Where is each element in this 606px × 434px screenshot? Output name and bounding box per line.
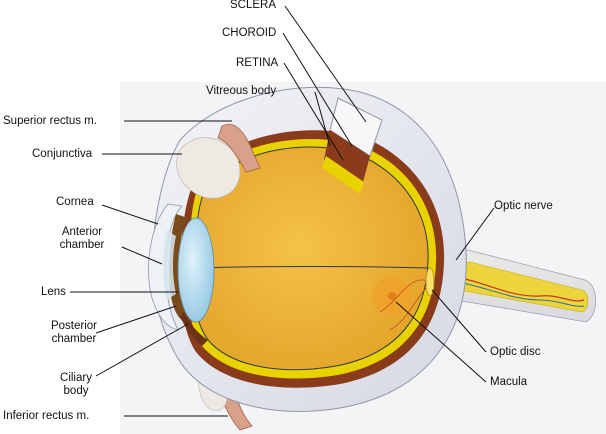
label-ciliary-body-line1: Ciliary — [60, 372, 92, 384]
label-anterior-chamber-line1: Anterior — [61, 226, 103, 238]
lens — [177, 217, 215, 323]
optic-disc — [425, 267, 435, 297]
choroid-cut-section — [324, 130, 370, 186]
ciliary-body — [180, 312, 208, 346]
label-posterior-chamber-line2: chamber — [51, 333, 97, 345]
label-ciliary-body-line2: body — [63, 385, 89, 397]
label-optic-disc: Optic disc — [490, 346, 541, 358]
label-sclera: SCLERA — [230, 0, 277, 11]
leader-ciliary-body — [95, 323, 189, 377]
retina-cut-section — [322, 156, 364, 194]
leader-vitreous — [314, 91, 331, 147]
conjunctiva — [176, 137, 241, 199]
leader-sclera — [284, 5, 367, 123]
label-vitreous-body: Vitreous body — [206, 85, 277, 97]
leader-posterior-chamber — [95, 305, 177, 334]
label-posterior-chamber: Posterior chamber — [42, 320, 106, 346]
label-posterior-chamber-line1: Posterior — [50, 320, 98, 332]
superior-rectus-muscle — [217, 124, 261, 173]
leader-anterior-chamber — [121, 246, 163, 265]
label-conjunctiva: Conjunctiva — [32, 148, 93, 160]
label-anterior-chamber: Anterior chamber — [47, 226, 117, 252]
label-ciliary-body: Ciliary body — [54, 372, 98, 398]
label-cornea: Cornea — [56, 196, 94, 208]
label-macula: Macula — [490, 376, 528, 388]
retinal-vessels — [379, 279, 431, 331]
leader-optic-disc — [431, 289, 487, 353]
leader-choroid — [282, 32, 353, 147]
macula-center — [388, 292, 396, 300]
label-anterior-chamber-line2: chamber — [59, 239, 105, 251]
optic-nerve-core — [427, 261, 589, 313]
leader-macula — [395, 301, 487, 383]
anterior-chamber — [163, 230, 176, 300]
leader-cornea — [101, 204, 159, 225]
label-retina: RETINA — [236, 57, 279, 69]
label-superior-rectus: Superior rectus m. — [3, 115, 97, 127]
leader-optic-nerve — [455, 207, 495, 261]
label-choroid: CHOROID — [222, 27, 277, 39]
label-inferior-rectus: Inferior rectus m. — [3, 410, 90, 422]
leader-retina — [283, 62, 344, 161]
label-optic-nerve: Optic nerve — [494, 200, 553, 212]
label-lens: Lens — [41, 286, 66, 298]
vitreous-divider — [195, 266, 429, 269]
leader-lines — [70, 5, 495, 417]
